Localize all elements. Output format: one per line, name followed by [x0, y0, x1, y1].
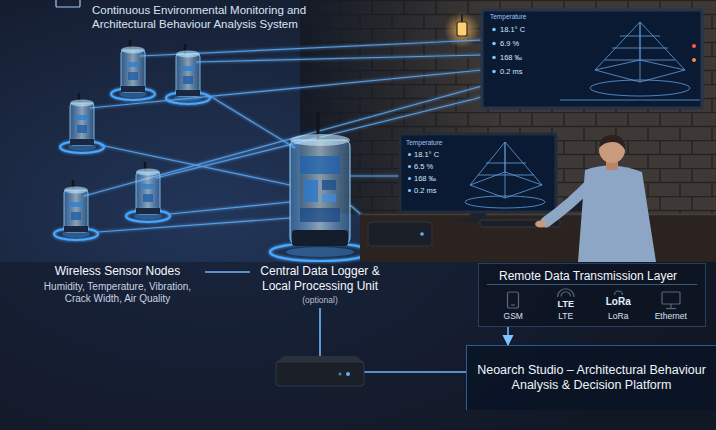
data-logger-cylinder: [300, 208, 340, 222]
data-logger-cylinder: [304, 180, 318, 202]
wall-monitor: [692, 44, 696, 48]
wall-lamp: [444, 12, 480, 48]
wall-monitor: [492, 28, 496, 32]
screen-reading: 168 ‰: [500, 53, 522, 62]
link-type-row: GSM LTE LoRa Ethernet: [487, 290, 697, 322]
data-logger-cylinder: [286, 247, 354, 257]
desk-device: [420, 232, 424, 236]
wall-monitor: [482, 10, 702, 108]
wall-monitor: [590, 80, 690, 96]
screen-reading: 6.9 %: [500, 39, 519, 48]
sensor-cylinder: [54, 180, 98, 240]
logger-label: Central Data Logger & Local Processing U…: [250, 262, 390, 308]
wall-lamp: [457, 22, 467, 36]
screen-reading: Temperature: [490, 13, 527, 21]
node-heading: Wireless Sensor Nodes: [34, 264, 201, 279]
desk-device: [368, 222, 432, 246]
desk-monitor: [470, 142, 542, 198]
connector: [205, 271, 250, 273]
signal-lines: [170, 202, 290, 214]
wall-monitor: [492, 70, 496, 74]
signal-lines: [98, 218, 290, 232]
operator-figure: [535, 221, 547, 228]
desk: [360, 214, 716, 216]
background: [300, 0, 716, 214]
sensor-cylinder: [126, 162, 170, 222]
desk-monitor: [408, 153, 411, 156]
icon-text: LoRa: [606, 296, 631, 307]
data-logger-cylinder: [290, 134, 350, 146]
sensor-cylinder: [54, 40, 210, 240]
title-icon: [56, 0, 80, 7]
wall-lamp: [444, 12, 480, 48]
data-logger-cylinder: [300, 156, 340, 174]
data-logger-cylinder: [292, 230, 348, 246]
transmission-panel: Remote Data Transmission LayerGSM LTE LoRa…: [478, 263, 706, 327]
router-box: [276, 356, 364, 386]
screen-reading: 168 ‰: [414, 174, 436, 183]
data-logger-cylinder: [270, 112, 370, 261]
wall-lamp: [461, 14, 463, 22]
screen-reading: 0.2 ms: [500, 67, 523, 76]
router-box: [346, 372, 350, 376]
screen-reading: 18.1° C: [414, 150, 439, 159]
sensor-cylinder: [166, 44, 210, 104]
wall-monitor: [482, 10, 702, 108]
desk-monitor: [408, 165, 411, 168]
desk-monitor: [400, 134, 556, 222]
node-body: (optional): [254, 295, 386, 306]
desk-monitor: [408, 177, 411, 180]
wall-monitor: [492, 56, 496, 60]
wall-monitor: [560, 100, 700, 101]
desk-monitor: [465, 196, 545, 208]
screen-reading: 18.1° C: [500, 25, 525, 34]
signal-lines: [196, 55, 482, 62]
diagram-title: Continuous Environmental Monitoring and …: [92, 3, 344, 31]
background: [0, 262, 716, 430]
screen-reading: 0.2 ms: [414, 186, 437, 195]
wall-monitor: [692, 58, 696, 62]
node-heading: Central Data Logger & Local Processing U…: [254, 264, 386, 294]
link-type-label: Ethernet: [645, 290, 698, 322]
node-body: Humidity, Temperature, Vibration, Crack …: [34, 281, 201, 305]
operator-figure: [599, 135, 625, 150]
wall-monitor: [560, 22, 700, 100]
link-type-label: GSM: [487, 290, 540, 322]
data-logger-cylinder: [322, 180, 336, 190]
node-heading: Neoarch Studio – Architectural Behaviour…: [477, 363, 706, 393]
data-logger-cylinder: [322, 194, 336, 202]
desk-monitor: [465, 142, 545, 208]
data-logger-cylinder: [290, 140, 350, 244]
sensor-cylinder: [111, 40, 155, 100]
desk: [360, 214, 716, 262]
signal-lines: [350, 175, 400, 176]
desk-monitor: [478, 163, 534, 175]
desk-monitor: [400, 134, 556, 212]
sensor-cylinder: [60, 93, 104, 153]
connector: [507, 327, 509, 345]
node-heading: Remote Data Transmission Layer: [487, 268, 697, 285]
signal-lines: [100, 145, 290, 185]
wall-monitor: [492, 42, 496, 46]
desk-monitor: [408, 189, 411, 192]
operator-figure: [535, 135, 656, 262]
signal-lines: [210, 96, 295, 148]
platform-box: Neoarch Studio – Architectural Behaviour…: [466, 345, 716, 410]
wall-monitor: [605, 36, 675, 60]
screen-reading: 6.5 %: [414, 162, 433, 171]
screen-reading: Temperature: [406, 139, 443, 147]
desk: [360, 214, 716, 262]
wall-monitor: [595, 22, 685, 82]
router-box: [339, 373, 342, 376]
sensor-group-label: Wireless Sensor NodesHumidity, Temperatu…: [30, 262, 205, 307]
router-box: [276, 362, 364, 386]
icon-text: LTE: [558, 299, 574, 309]
router-box: [276, 356, 364, 362]
title-icon: [56, 0, 80, 7]
operator-figure: [546, 182, 592, 222]
